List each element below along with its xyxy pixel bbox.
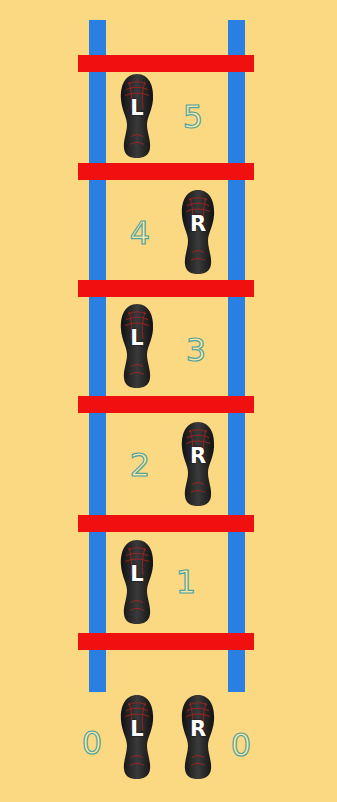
sole-tread (125, 714, 149, 716)
sole-tread (186, 441, 210, 443)
sole-tread (189, 430, 207, 432)
foot-letter: R (180, 444, 216, 468)
step-number: 2 (130, 447, 150, 483)
sole-tread (128, 82, 146, 84)
sole-tread (128, 312, 146, 314)
sole-tread (187, 708, 209, 710)
step-number: 1 (176, 564, 196, 600)
step-number: 0 (231, 727, 251, 763)
step-number: 4 (130, 215, 150, 251)
foot-letter: R (180, 212, 216, 236)
sole-tread (130, 763, 144, 765)
sole-tread (131, 365, 143, 367)
sole-tread (192, 251, 204, 253)
sole-tread (126, 553, 148, 555)
footprint: R (180, 420, 216, 508)
sole-tread (192, 756, 204, 758)
sole-tread (131, 135, 143, 137)
foot-letter: L (119, 562, 155, 586)
footprint: L (119, 302, 155, 390)
ladder-rung (78, 280, 254, 297)
ladder-rung (78, 55, 254, 72)
sole-tread (130, 608, 144, 610)
foot-letter: L (119, 96, 155, 120)
sole-tread (187, 435, 209, 437)
sole-tread (126, 317, 148, 319)
sole-tread (128, 548, 146, 550)
sole-tread (189, 703, 207, 705)
ladder-rung (78, 396, 254, 413)
ladder-rail (228, 20, 245, 692)
sole-tread (192, 483, 204, 485)
sole-tread (186, 209, 210, 211)
sole-tread (126, 708, 148, 710)
ladder-rung (78, 633, 254, 650)
sole-tread (128, 703, 146, 705)
sole-tread (187, 203, 209, 205)
sole-tread (130, 142, 144, 144)
step-number: 5 (183, 99, 203, 135)
foot-letter: R (180, 717, 216, 741)
foot-letter: L (119, 326, 155, 350)
sole-tread (125, 93, 149, 95)
sole-tread (191, 763, 205, 765)
ladder-rung (78, 163, 254, 180)
foot-letter: L (119, 717, 155, 741)
footprint: L (119, 693, 155, 781)
sole-tread (131, 601, 143, 603)
sole-tread (191, 490, 205, 492)
footprint: L (119, 72, 155, 160)
ladder-rail (89, 20, 106, 692)
sole-tread (189, 198, 207, 200)
footprint: R (180, 188, 216, 276)
ladder-rung (78, 515, 254, 532)
step-number: 0 (82, 725, 102, 761)
sole-tread (191, 258, 205, 260)
sole-tread (126, 87, 148, 89)
step-number: 3 (186, 332, 206, 368)
footprint: R (180, 693, 216, 781)
sole-tread (125, 559, 149, 561)
footprint: L (119, 538, 155, 626)
sole-tread (131, 756, 143, 758)
sole-tread (125, 323, 149, 325)
sole-tread (130, 372, 144, 374)
sole-tread (186, 714, 210, 716)
